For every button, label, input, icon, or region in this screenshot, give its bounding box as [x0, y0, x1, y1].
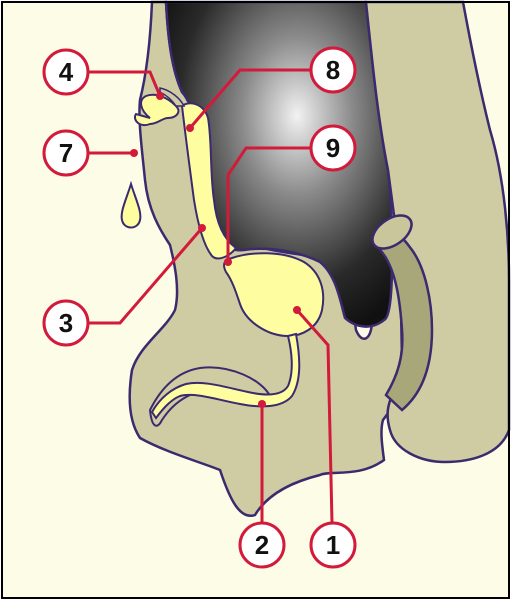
image-frame	[1, 1, 510, 599]
diagram-stage: 4 7 8 9 3 2 1	[0, 0, 511, 600]
